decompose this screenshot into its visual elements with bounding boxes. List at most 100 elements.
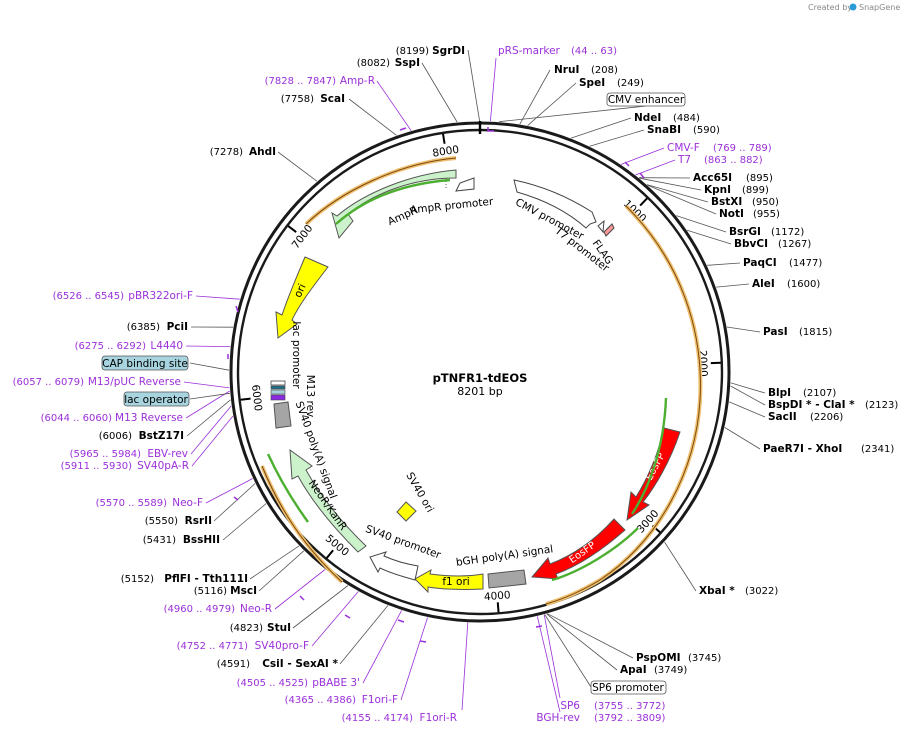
enzyme-bsrgi-name[interactable]: BsrGI: [729, 226, 761, 238]
tick-mark: [496, 602, 500, 613]
feature-eosfp-1[interactable]: [626, 427, 681, 522]
feature-m13-rev[interactable]: [270, 380, 286, 386]
enzyme-paqci-name[interactable]: PaqCI: [743, 257, 777, 269]
primer-l4440-name[interactable]: L4440: [150, 340, 183, 352]
feature-lac-operator[interactable]: [270, 385, 286, 390]
primer-m13-reverse-coord: (6044 .. 6060): [41, 413, 113, 424]
enzyme-msci-name[interactable]: MscI: [230, 585, 257, 597]
enzyme-alei-coord: (1600): [787, 279, 820, 290]
enzyme-bsshii-name[interactable]: BssHII: [183, 534, 220, 546]
leader-line: [707, 262, 741, 266]
enzyme-blpi-coord: (2107): [803, 388, 836, 399]
enzyme-apai-coord: (3749): [654, 665, 687, 676]
primer-t7-name[interactable]: T7: [677, 154, 691, 166]
enzyme-alei-name[interactable]: AleI: [752, 278, 775, 290]
primer-f1ori-r-name[interactable]: F1ori-R: [420, 712, 457, 724]
enzyme-scai-name[interactable]: ScaI: [320, 93, 345, 105]
primer-cmv-f-name[interactable]: CMV-F: [667, 142, 700, 154]
cmv-enhancer-box[interactable]: [606, 92, 686, 107]
enzyme-stui-coord: (4823): [230, 623, 263, 634]
feature-sv40-promoter[interactable]: [369, 551, 419, 581]
outer-orf-arcs: [260, 156, 703, 606]
enzyme-bstxi-name[interactable]: BstXI: [711, 196, 742, 208]
enzyme-ahdi-name[interactable]: AhdI: [249, 146, 276, 158]
enzyme-paer7i-xhoi-name[interactable]: PaeR7I - XhoI: [763, 443, 842, 455]
tick-mark: [287, 225, 297, 233]
leader-line: [183, 381, 230, 389]
feature-ampr-promoter[interactable]: [455, 177, 475, 192]
enzyme-kpni-name[interactable]: KpnI: [704, 184, 731, 196]
enzyme-sacii-name[interactable]: SacII: [768, 411, 797, 423]
enzyme-acc65i-name[interactable]: Acc65I: [693, 172, 732, 184]
leader-line: [205, 478, 253, 504]
leader-line: [195, 295, 240, 300]
leader-line: [546, 613, 618, 671]
primer-neo-r-name[interactable]: Neo-R: [240, 603, 272, 615]
enzyme-spei-name[interactable]: SpeI: [579, 77, 605, 89]
primer-sv40pro-f-name[interactable]: SV40pro-F: [255, 640, 309, 652]
primer-pbabe3-coord: (4505 .. 4525): [237, 678, 309, 689]
feature-neor-kanr[interactable]: [289, 448, 367, 553]
enzyme-pflfi-tth111i-name[interactable]: PflFI - Tth111I: [164, 573, 248, 585]
primer-ampr-name[interactable]: Amp-R: [340, 75, 375, 87]
enzyme-pcii-name[interactable]: PciI: [167, 321, 188, 333]
enzyme-csii-sexai-name[interactable]: CsiI - SexAI *: [262, 658, 338, 670]
primer-l4440-coord: (6275 .. 6292): [75, 341, 147, 352]
primer-bgh-rev-name[interactable]: BGH-rev: [536, 712, 580, 724]
enzyme-bspdi-clai-name[interactable]: BspDI * - ClaI *: [768, 399, 855, 411]
cap-binding-site-box[interactable]: [101, 355, 189, 371]
enzyme-xbai-name[interactable]: XbaI *: [699, 585, 735, 597]
primer-sp6-name[interactable]: SP6: [560, 700, 580, 712]
feature-cap-site[interactable]: [270, 389, 286, 395]
primer-pbabe3-name[interactable]: pBABE 3': [312, 677, 360, 689]
leader-line: [186, 399, 231, 437]
enzyme-blpi-name[interactable]: BlpI: [768, 387, 791, 399]
primer-sv40pa-r-name[interactable]: SV40pA-R: [137, 460, 189, 472]
feature-t7-promoter[interactable]: [597, 219, 605, 234]
primer-m13-reverse-name[interactable]: M13 Reverse: [115, 412, 183, 424]
watermark-brand: SnapGene: [859, 3, 900, 12]
enzyme-snabi-coord: (590): [693, 125, 720, 136]
feature-sv40-polya[interactable]: [273, 401, 292, 429]
feature-cmv-promoter[interactable]: [513, 179, 597, 229]
primer-m13-puc-reverse-name[interactable]: M13/pUC Reverse: [88, 376, 181, 388]
enzyme-nrui-name[interactable]: NruI: [554, 64, 579, 76]
tick-label: 6000: [249, 384, 264, 412]
primer-t7-coord: (863 .. 882): [704, 155, 763, 166]
enzyme-stui-name[interactable]: StuI: [267, 622, 291, 634]
feature-ampr[interactable]: [331, 169, 457, 240]
lac-operator-box[interactable]: [123, 391, 190, 407]
enzyme-bstz17i-name[interactable]: BstZ17I: [139, 430, 184, 442]
enzyme-pspomi-name[interactable]: PspOMI: [636, 652, 681, 664]
enzyme-apai-name[interactable]: ApaI: [620, 664, 647, 676]
primer-pbr322ori-f-coord: (6526 .. 6545): [53, 291, 125, 302]
feature-ori[interactable]: [275, 256, 329, 339]
primer-f1ori-f-name[interactable]: F1ori-F: [362, 694, 398, 706]
enzyme-pasi-name[interactable]: PasI: [763, 326, 788, 338]
feature-flag[interactable]: [603, 223, 615, 237]
feature-f1-ori[interactable]: [414, 568, 484, 594]
enzyme-ndei-name[interactable]: NdeI: [634, 112, 661, 124]
primer-prs-marker-name[interactable]: pRS-marker: [498, 45, 561, 57]
enzyme-sacii-coord: (2206): [810, 412, 843, 423]
sp6-promoter-box[interactable]: [590, 680, 667, 695]
enzyme-bstxi-coord: (950): [752, 197, 779, 208]
enzyme-noti-name[interactable]: NotI: [719, 208, 744, 220]
enzyme-rsrii-name[interactable]: RsrII: [185, 515, 212, 527]
snapgene-logo-icon: [849, 3, 857, 11]
leader-line: [490, 57, 497, 122]
enzyme-bsrgi-coord: (1172): [771, 227, 804, 238]
enzyme-sspi-name[interactable]: SspI: [395, 57, 420, 69]
primer-neo-f-name[interactable]: Neo-F: [172, 497, 203, 509]
feature-sv40-ori[interactable]: [396, 501, 417, 522]
feature-bgh-polya[interactable]: [487, 569, 527, 589]
orf-arcs: [266, 178, 668, 582]
primer-pbr322ori-f-name[interactable]: pBR322ori-F: [128, 290, 193, 302]
enzyme-sgrdi-name[interactable]: SgrDI: [432, 45, 465, 57]
enzyme-snabi-name[interactable]: SnaBI: [647, 124, 681, 136]
primer-cmv-f-coord: (769 .. 789): [713, 143, 772, 154]
leader-line: [639, 177, 702, 191]
primer-ebv-rev-name[interactable]: EBV-rev: [147, 448, 188, 460]
enzyme-bbvci-name[interactable]: BbvCI: [734, 238, 768, 250]
